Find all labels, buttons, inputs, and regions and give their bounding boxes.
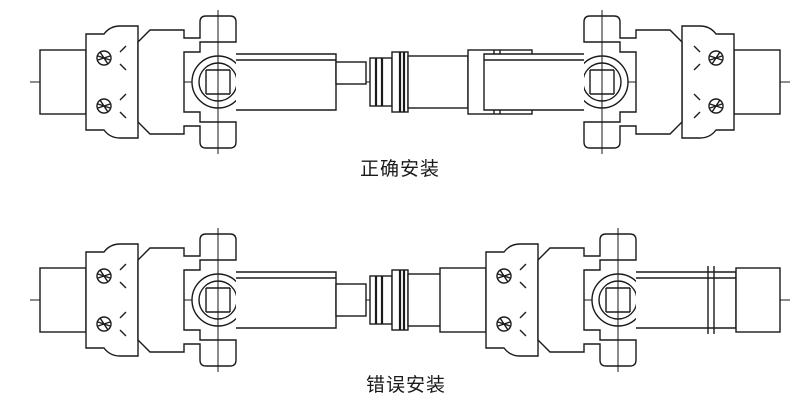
panel-bottom-wrong [30, 227, 790, 373]
caption-wrong-installation: 错误安装 [366, 374, 447, 396]
caption-correct-installation: 正确安装 [360, 158, 441, 180]
panel-top-correct [30, 9, 790, 155]
